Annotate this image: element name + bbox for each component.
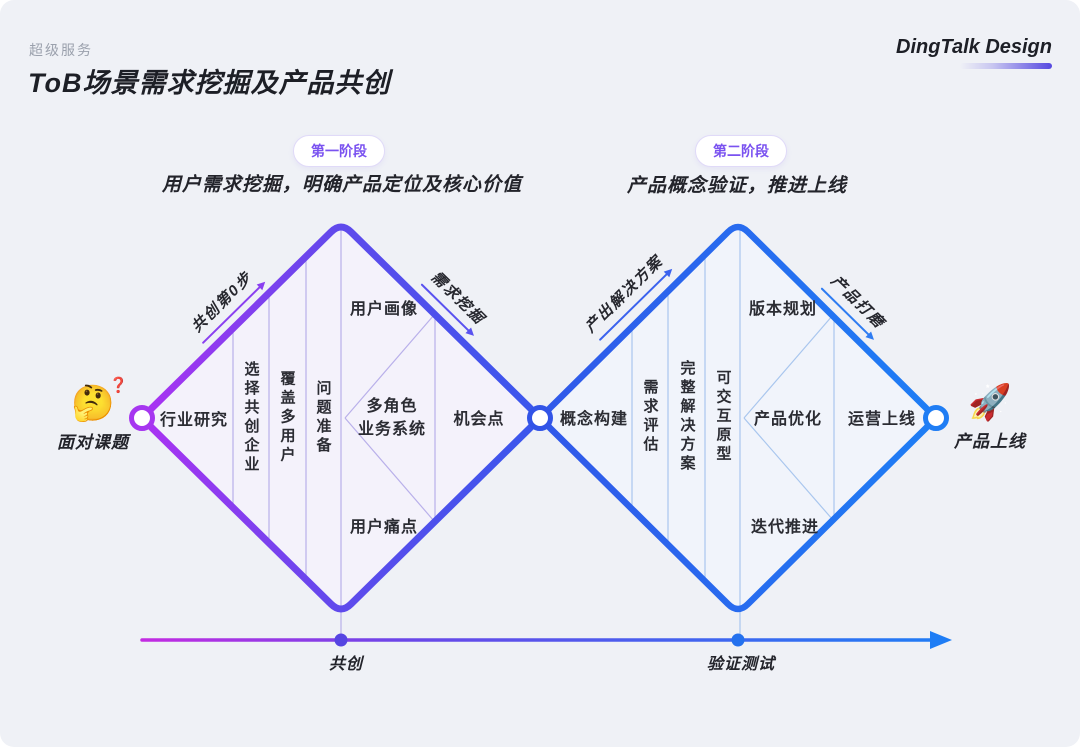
cell-interactive-prototype: 可交互原型 <box>714 369 732 465</box>
question-mark-icon: ❓ <box>109 376 128 394</box>
stage2-subtitle: 产品概念验证，推进上线 <box>626 175 848 197</box>
cell-complete-solution: 完整解决方案 <box>678 360 696 474</box>
end-label: 产品上线 <box>954 432 1026 451</box>
vertex-circle-start <box>129 405 155 431</box>
rocket-icon: 🚀 <box>968 383 1012 423</box>
vertex-circle-end <box>923 405 949 431</box>
cell-user-persona: 用户画像 <box>349 301 419 318</box>
stage1-badge: 第一阶段 <box>293 135 385 167</box>
vertex-circle-middle <box>527 405 553 431</box>
cell-concept-building: 概念构建 <box>559 411 629 428</box>
end-endpoint: 🚀 产品上线 <box>954 386 1026 452</box>
axis-tick-verify: 验证测试 <box>706 656 776 673</box>
eyebrow-label: 超级服务 <box>29 42 93 58</box>
diamond-1-dividers <box>232 228 436 637</box>
axis-dot-verify <box>731 633 745 647</box>
cell-demand-evaluation: 需求评估 <box>641 379 659 455</box>
cell-operation-launch: 运营上线 <box>847 411 917 428</box>
timeline-arrowhead-icon <box>930 631 952 649</box>
cell-version-planning: 版本规划 <box>748 301 818 318</box>
stage1-subtitle: 用户需求挖掘，明确产品定位及核心价值 <box>161 174 523 196</box>
cell-opportunity: 机会点 <box>453 411 505 428</box>
axis-tick-cocreate: 共创 <box>328 656 364 673</box>
brand-text: DingTalk Design <box>896 36 1052 58</box>
cell-cover-multi-users: 覆盖多用户 <box>278 370 296 466</box>
cell-iteration: 迭代推进 <box>750 519 820 536</box>
diamond-2-dividers <box>631 228 835 637</box>
page-title: ToB场景需求挖掘及产品共创 <box>28 68 391 98</box>
cell-industry-research: 行业研究 <box>159 412 229 429</box>
cell-product-optimization: 产品优化 <box>753 411 823 428</box>
brand-logo: DingTalk Design <box>896 36 1052 69</box>
cell-user-pain-points: 用户痛点 <box>349 519 419 536</box>
cell-select-cocreate-companies: 选择共创企业 <box>242 361 260 475</box>
axis-dot-cocreate <box>334 633 348 647</box>
brand-underline-decoration <box>960 63 1052 69</box>
start-label: 面对课题 <box>57 433 129 452</box>
cell-multi-role-system: 多角色 业务系统 <box>357 397 427 438</box>
stage2-badge: 第二阶段 <box>695 135 787 167</box>
start-endpoint: 🤔❓ 面对课题 <box>57 376 129 453</box>
cell-question-prep: 问题准备 <box>314 380 332 456</box>
thinking-face-icon: 🤔❓ <box>71 376 128 424</box>
